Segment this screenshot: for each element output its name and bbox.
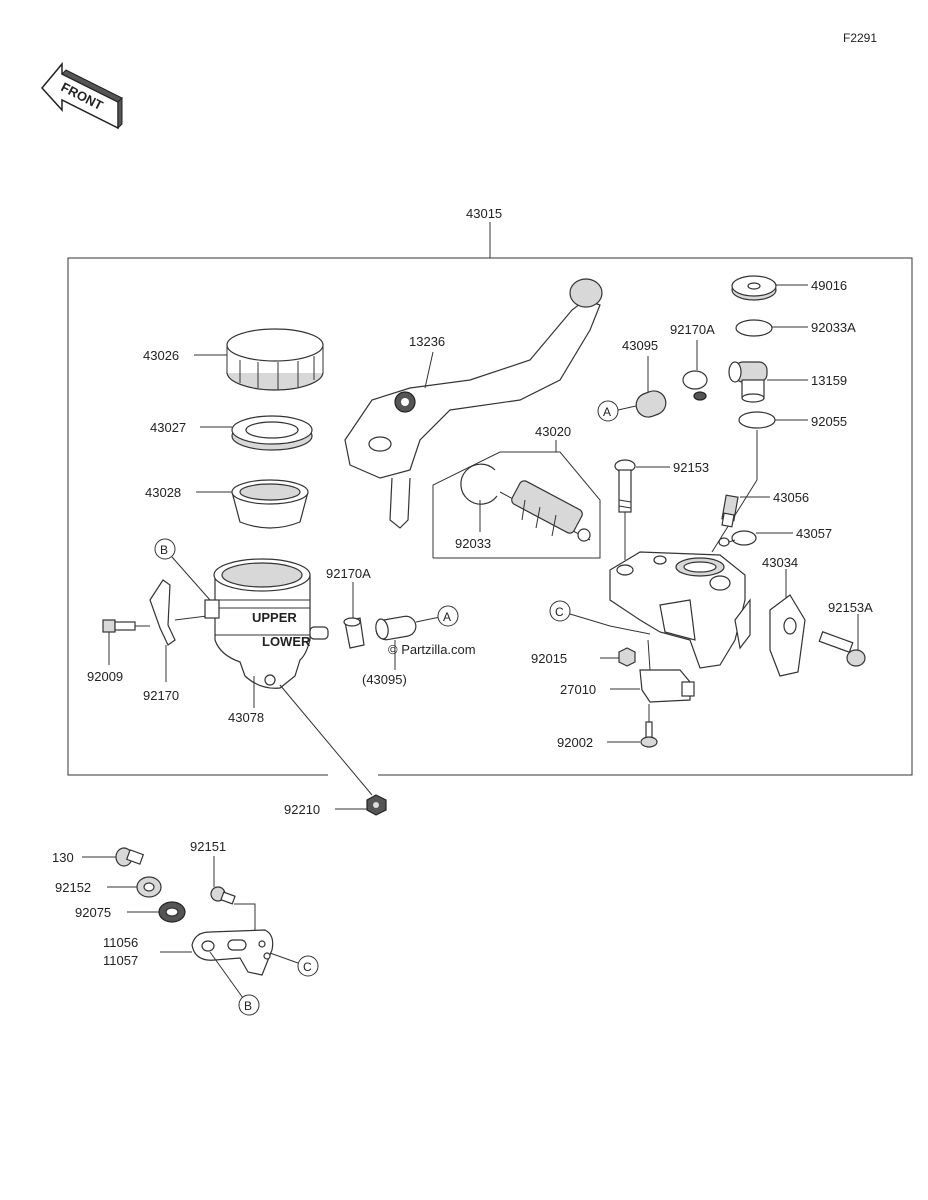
label-92075: 92075 — [75, 905, 111, 920]
label-92170A-reservoir: 92170A — [326, 566, 371, 581]
reservoir-lower-mark: LOWER — [262, 634, 311, 649]
label-43026: 43026 — [143, 348, 179, 363]
fitting-13159 — [728, 361, 768, 403]
assembly-frame — [67, 222, 913, 776]
callout-b-bracket: B — [238, 994, 260, 1016]
svg-text:A: A — [443, 610, 451, 624]
bracket-92170 — [149, 579, 220, 646]
clamp-43034 — [769, 594, 806, 677]
piston-assembly — [499, 480, 591, 542]
watermark: © Partzilla.com — [388, 642, 476, 657]
callout-a-hose: A — [437, 605, 459, 627]
label-92002: 92002 — [557, 735, 593, 750]
label-92210: 92210 — [284, 802, 320, 817]
svg-text:C: C — [303, 960, 312, 974]
label-43056: 43056 — [773, 490, 809, 505]
diaphragm-plate — [231, 415, 313, 451]
diaphragm — [231, 479, 309, 529]
label-43078: 43078 — [228, 710, 264, 725]
bolt-130 — [115, 847, 145, 867]
callout-a: A — [597, 400, 619, 422]
reservoir-upper-mark: UPPER — [252, 610, 297, 625]
front-arrow-icon: FRONT — [41, 61, 123, 130]
label-43095: 43095 — [622, 338, 658, 353]
figure-code: F2291 — [843, 31, 877, 45]
bleeder-43056 — [721, 494, 739, 528]
label-92151: 92151 — [190, 839, 226, 854]
callout-c-bracket: C — [297, 955, 319, 977]
label-43027: 43027 — [150, 420, 186, 435]
pin-43095 — [635, 390, 667, 418]
label-92153A: 92153A — [828, 600, 873, 615]
label-43095-paren: (43095) — [362, 672, 407, 687]
label-130: 130 — [52, 850, 74, 865]
bracket-11056-11057 — [191, 929, 274, 976]
reservoir-cap — [226, 328, 324, 391]
hose-43095 — [375, 615, 417, 641]
label-13159: 13159 — [811, 373, 847, 388]
label-11056: 11056 — [103, 935, 138, 950]
bolt-92153 — [614, 459, 636, 560]
callout-c-body: C — [549, 600, 571, 622]
label-92055: 92055 — [811, 414, 847, 429]
label-43034: 43034 — [762, 555, 798, 570]
hose-clamp-92170A — [682, 370, 708, 401]
label-92033: 92033 — [455, 536, 491, 551]
label-92170: 92170 — [143, 688, 179, 703]
brake-switch-27010 — [639, 639, 695, 703]
svg-text:B: B — [244, 999, 252, 1013]
screw-92151 — [210, 886, 236, 905]
label-43015: 43015 — [466, 206, 502, 221]
label-92009: 92009 — [87, 669, 123, 684]
label-11057: 11057 — [103, 953, 138, 968]
label-92033A: 92033A — [811, 320, 856, 335]
cap-43057 — [718, 530, 757, 547]
label-43020: 43020 — [535, 424, 571, 439]
svg-text:C: C — [555, 605, 564, 619]
label-92152: 92152 — [55, 880, 91, 895]
brake-lever — [344, 278, 603, 529]
label-43057: 43057 — [796, 526, 832, 541]
label-13236: 13236 — [409, 334, 445, 349]
master-cylinder-body — [609, 551, 751, 669]
svg-text:A: A — [603, 405, 611, 419]
screw-92009 — [102, 619, 150, 633]
hose-clamp-92170A-reservoir — [343, 617, 365, 649]
label-49016: 49016 — [811, 278, 847, 293]
bolt-92153A — [818, 631, 866, 667]
reservoir-43078 — [213, 558, 329, 689]
svg-text:B: B — [160, 543, 168, 557]
label-27010: 27010 — [560, 682, 596, 697]
label-92170A: 92170A — [670, 322, 715, 337]
label-92153: 92153 — [673, 460, 709, 475]
callout-b-reservoir: B — [154, 538, 176, 560]
screw-92002 — [640, 704, 658, 748]
label-43028: 43028 — [145, 485, 181, 500]
label-92015: 92015 — [531, 651, 567, 666]
